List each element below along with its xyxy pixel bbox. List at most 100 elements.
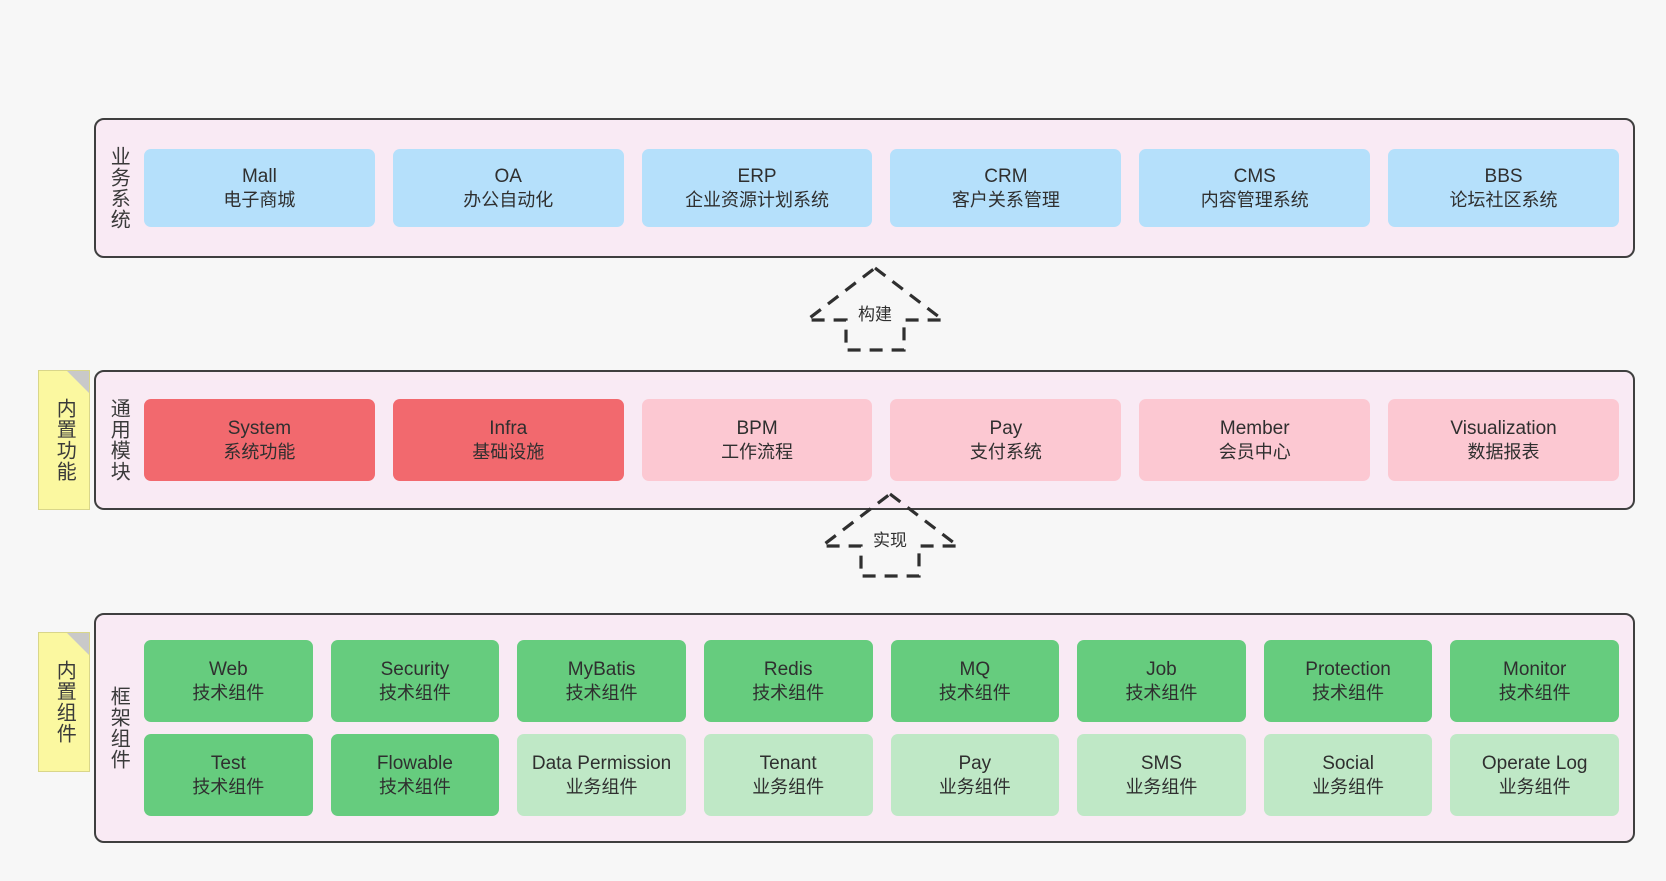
card-title: BPM [736,417,778,439]
implement-arrow-glyph [817,491,963,578]
card-visualization[interactable]: Visualization 数据报表 [1388,399,1619,481]
row-business-systems: Mall 电子商城 OA 办公自动化 ERP 企业资源计划系统 CRM 客户关系… [144,149,1619,227]
card-subtitle: 支付系统 [969,441,1042,462]
card-subtitle: 客户关系管理 [951,189,1060,210]
card-subtitle: 技术组件 [378,776,451,797]
build-arrow-label: 构建 [858,305,892,324]
implement-arrow-label: 实现 [873,531,907,550]
card-subtitle: 技术组件 [1498,682,1571,703]
card-title: Web [208,658,248,680]
note-fold-corner-icon [67,633,89,655]
card-title: Social [1322,752,1374,774]
card-pay-module[interactable]: Pay 支付系统 [890,399,1122,481]
card-pay-component[interactable]: Pay 业务组件 [890,734,1060,816]
card-member[interactable]: Member 会员中心 [1139,399,1371,481]
card-protection[interactable]: Protection 技术组件 [1263,640,1433,722]
section-common-modules: 通用模块 System 系统功能 Infra 基础设施 BPM 工作流程 Pay… [94,370,1635,510]
card-title: Security [380,658,450,680]
card-bpm[interactable]: BPM 工作流程 [641,399,873,481]
card-title: MQ [959,658,991,680]
card-subtitle: 业务组件 [1312,776,1385,797]
card-tenant[interactable]: Tenant 业务组件 [703,734,873,816]
card-subtitle: 技术组件 [938,682,1011,703]
card-monitor[interactable]: Monitor 技术组件 [1450,640,1619,722]
card-title: Mall [241,165,277,187]
card-subtitle: 系统功能 [223,441,296,462]
note-label: 内置组件 [53,660,76,744]
card-title: Flowable [376,752,453,774]
card-title: ERP [737,165,777,187]
section-title-framework-components: 框架组件 [107,686,130,770]
card-subtitle: 技术组件 [752,682,825,703]
card-subtitle: 业务组件 [752,776,825,797]
card-subtitle: 技术组件 [192,776,265,797]
card-title: System [227,417,292,439]
card-title: Visualization [1450,417,1557,439]
card-subtitle: 技术组件 [192,682,265,703]
card-web[interactable]: Web 技术组件 [144,640,313,722]
card-security[interactable]: Security 技术组件 [330,640,500,722]
card-title: Redis [763,658,813,680]
card-subtitle: 数据报表 [1467,441,1540,462]
note-builtin-features: 内置功能 [38,370,90,510]
card-social[interactable]: Social 业务组件 [1263,734,1433,816]
card-oa[interactable]: OA 办公自动化 [392,149,624,227]
card-subtitle: 业务组件 [938,776,1011,797]
card-mq[interactable]: MQ 技术组件 [890,640,1060,722]
card-subtitle: 会员中心 [1218,441,1291,462]
card-subtitle: 技术组件 [565,682,638,703]
section-title-common-modules: 通用模块 [107,398,130,482]
card-title: Operate Log [1481,752,1588,774]
card-mybatis[interactable]: MyBatis 技术组件 [517,640,686,722]
card-subtitle: 工作流程 [721,441,794,462]
card-redis[interactable]: Redis 技术组件 [703,640,873,722]
card-sms[interactable]: SMS 业务组件 [1077,734,1246,816]
card-cms[interactable]: CMS 内容管理系统 [1139,149,1371,227]
card-subtitle: 业务组件 [565,776,638,797]
section-body-common-modules: System 系统功能 Infra 基础设施 BPM 工作流程 Pay 支付系统… [140,372,1633,508]
card-bbs[interactable]: BBS 论坛社区系统 [1388,149,1619,227]
card-subtitle: 论坛社区系统 [1449,189,1558,210]
card-infra[interactable]: Infra 基础设施 [392,399,624,481]
card-title: Test [210,752,246,774]
card-title: Tenant [759,752,817,774]
card-job[interactable]: Job 技术组件 [1077,640,1246,722]
card-operate-log[interactable]: Operate Log 业务组件 [1450,734,1619,816]
card-subtitle: 基础设施 [472,441,545,462]
section-business-system: 业务系统 Mall 电子商城 OA 办公自动化 ERP 企业资源计划系统 CRM… [94,118,1635,258]
card-title: CRM [984,165,1028,187]
section-title-business-system: 业务系统 [107,146,130,230]
card-subtitle: 企业资源计划系统 [685,189,830,210]
note-fold-corner-icon [67,371,89,393]
card-data-permission[interactable]: Data Permission 业务组件 [517,734,686,816]
build-arrow-glyph [802,265,948,352]
card-erp[interactable]: ERP 企业资源计划系统 [641,149,873,227]
card-title: Infra [489,417,528,439]
card-flowable[interactable]: Flowable 技术组件 [330,734,500,816]
card-title: MyBatis [567,658,636,680]
card-title: Pay [958,752,992,774]
row-business-components: Test 技术组件 Flowable 技术组件 Data Permission … [144,734,1619,816]
row-technical-components: Web 技术组件 Security 技术组件 MyBatis 技术组件 Redi… [144,640,1619,722]
card-title: Monitor [1503,658,1567,680]
card-title: Member [1219,417,1290,439]
card-subtitle: 电子商城 [223,189,296,210]
implement-arrow: 实现 [815,488,965,580]
card-title: Data Permission [531,752,672,774]
card-mall[interactable]: Mall 电子商城 [144,149,375,227]
note-builtin-components: 内置组件 [38,632,90,772]
card-subtitle: 内容管理系统 [1200,189,1309,210]
card-subtitle: 技术组件 [378,682,451,703]
section-body-business-system: Mall 电子商城 OA 办公自动化 ERP 企业资源计划系统 CRM 客户关系… [140,120,1633,256]
note-label: 内置功能 [53,398,76,482]
card-title: BBS [1484,165,1523,187]
card-title: Job [1146,658,1177,680]
card-title: Protection [1305,658,1391,680]
card-system[interactable]: System 系统功能 [144,399,375,481]
card-subtitle: 业务组件 [1125,776,1198,797]
build-arrow: 构建 [800,262,950,354]
card-crm[interactable]: CRM 客户关系管理 [890,149,1122,227]
row-common-modules: System 系统功能 Infra 基础设施 BPM 工作流程 Pay 支付系统… [144,399,1619,481]
card-test[interactable]: Test 技术组件 [144,734,313,816]
